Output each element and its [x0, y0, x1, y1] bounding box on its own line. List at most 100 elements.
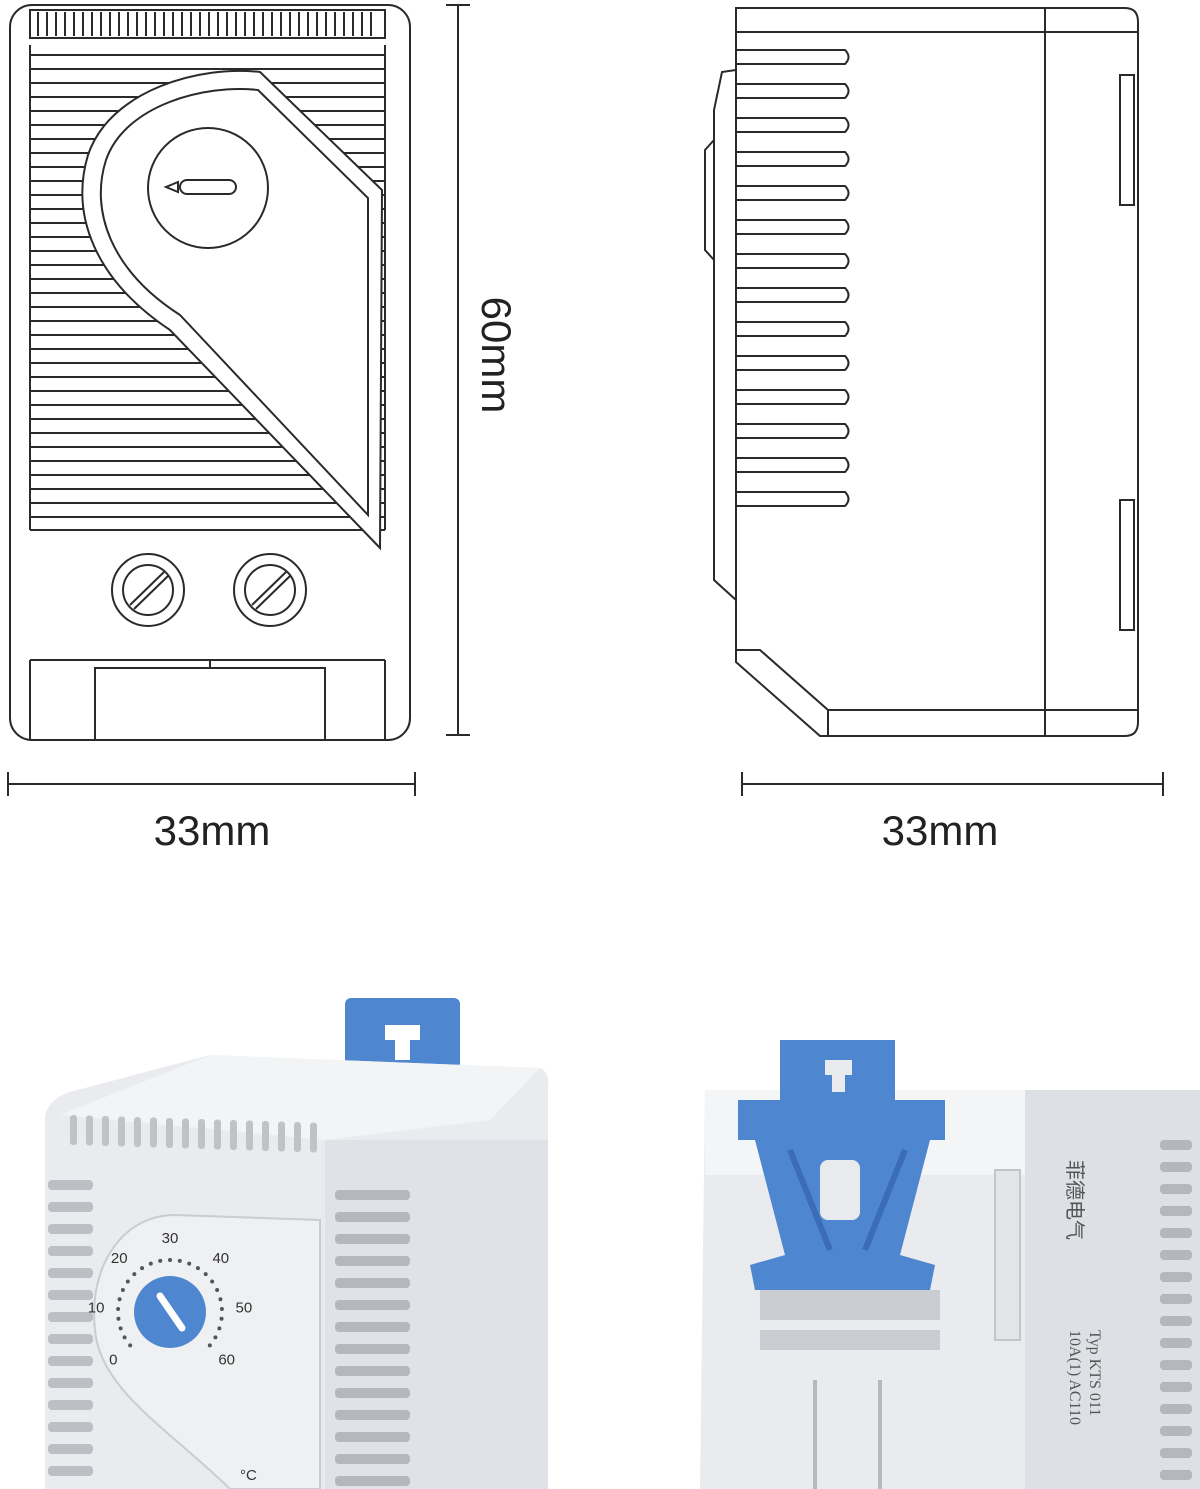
dial-number: 10	[88, 1300, 105, 1317]
fin	[736, 117, 850, 133]
side-fins	[736, 49, 850, 507]
dial-number: 60	[218, 1352, 235, 1369]
back-vent-1	[760, 1290, 940, 1320]
vent-slot	[166, 1118, 173, 1148]
dial-number: 50	[236, 1300, 253, 1317]
vent-slot	[70, 1115, 77, 1145]
dial-tick	[118, 1326, 123, 1331]
back-side-vents	[1160, 1140, 1192, 1480]
photo-side-vents	[335, 1190, 410, 1486]
side-latch-bottom	[1119, 499, 1135, 631]
vent-slot	[335, 1234, 410, 1244]
vent-slot	[1160, 1360, 1192, 1370]
vent-slot	[48, 1444, 93, 1454]
vent-slot	[48, 1246, 93, 1256]
fin	[736, 457, 850, 473]
dial-tick	[195, 1266, 200, 1271]
vent-slot	[1160, 1316, 1192, 1326]
dial-tick	[210, 1279, 215, 1284]
vent-slot	[335, 1366, 410, 1376]
model-label: Typ KTS 011	[1086, 1330, 1103, 1416]
dial-tick	[122, 1335, 127, 1340]
front-view-drawing	[9, 4, 411, 741]
vent-slot	[1160, 1382, 1192, 1392]
side-lip	[713, 69, 737, 601]
vent-slot	[335, 1278, 410, 1288]
dial-tick	[187, 1261, 192, 1266]
height-dimension-label: 60mm	[473, 297, 520, 414]
vent-slot	[48, 1312, 93, 1322]
photo-top-vents	[70, 1115, 317, 1153]
vent-slot	[48, 1334, 93, 1344]
side-knob-profile	[704, 139, 715, 261]
vent-slot	[1160, 1470, 1192, 1480]
vent-slot	[214, 1119, 221, 1150]
vent-slot	[1160, 1206, 1192, 1216]
vent-slot	[335, 1476, 410, 1486]
screw-terminal-left	[111, 553, 185, 627]
fin	[736, 287, 850, 303]
vent-slot	[294, 1122, 301, 1152]
dial-tick	[125, 1279, 130, 1284]
clip-hole	[385, 1025, 420, 1060]
side-outline	[735, 7, 1139, 737]
vent-slot	[48, 1224, 93, 1234]
dial-tick	[158, 1258, 163, 1263]
vent-slot	[1160, 1448, 1192, 1458]
vent-slot	[335, 1256, 410, 1266]
dial-tick	[219, 1306, 224, 1311]
rail-guide	[813, 1380, 882, 1489]
vent-slot	[1160, 1404, 1192, 1414]
side-bevel	[736, 649, 829, 736]
brand-label: 菲德电气	[1063, 1160, 1087, 1240]
vent-slot	[134, 1117, 141, 1147]
vent-slot	[48, 1400, 93, 1410]
vent-slot	[48, 1180, 93, 1190]
fin	[736, 83, 850, 99]
back-vent-2	[760, 1330, 940, 1350]
height-dimension	[446, 4, 470, 736]
fin	[736, 151, 850, 167]
vent-slot	[310, 1122, 317, 1153]
dial-tick	[215, 1288, 220, 1293]
dial-tick	[116, 1316, 121, 1321]
dial-tick	[140, 1266, 145, 1271]
dial-number: 40	[212, 1250, 229, 1267]
vent-slot	[1160, 1250, 1192, 1260]
vent-slot	[335, 1212, 410, 1222]
arrow-icon	[163, 180, 179, 194]
vent-slot	[335, 1300, 410, 1310]
fin	[736, 253, 850, 269]
vent-slot	[48, 1356, 93, 1366]
vent-slot	[335, 1322, 410, 1332]
unit-label: °C	[240, 1467, 257, 1484]
knob-slot	[179, 179, 237, 195]
vent-slot	[48, 1466, 93, 1476]
dial-number: 0	[109, 1352, 117, 1369]
dial-tick	[120, 1288, 125, 1293]
vent-slot	[198, 1119, 205, 1149]
dial-tick	[132, 1272, 137, 1277]
fin	[736, 355, 850, 371]
side-view-drawing	[704, 7, 1139, 737]
dial-tick	[128, 1343, 133, 1348]
vent-slot	[246, 1120, 253, 1151]
vent-slot	[48, 1202, 93, 1212]
side-width-label: 33mm	[882, 807, 999, 854]
fin	[736, 49, 850, 65]
fin	[736, 185, 850, 201]
dial-ticks	[116, 1258, 224, 1348]
clip-hole-back	[825, 1060, 852, 1092]
fin	[736, 423, 850, 439]
vent-slot	[278, 1121, 285, 1152]
dial-tick	[117, 1297, 122, 1302]
vent-slot	[118, 1116, 125, 1147]
fin	[736, 219, 850, 235]
clip-spring	[787, 1148, 908, 1252]
vent-slot	[102, 1116, 109, 1146]
screw-terminal-right	[233, 553, 307, 627]
dial-knob-outline	[147, 127, 269, 249]
top-grille-ticks	[37, 12, 372, 36]
